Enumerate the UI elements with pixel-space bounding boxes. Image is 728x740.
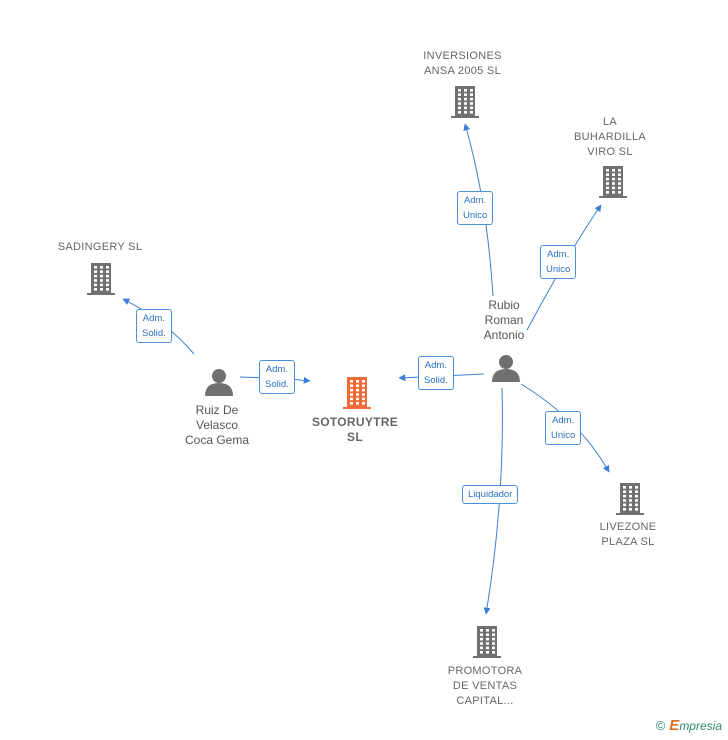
sotoruytre-building-icon[interactable]: [343, 377, 371, 409]
livezone-building-icon[interactable]: [616, 483, 644, 515]
node-label-buhardilla[interactable]: LA BUHARDILLA VIRO SL: [573, 116, 647, 158]
promotora-building-icon[interactable]: [473, 626, 501, 658]
buhardilla-building-icon[interactable]: [599, 166, 627, 198]
ruiz-person-icon[interactable]: [205, 369, 233, 396]
node-label-ruiz[interactable]: Ruiz De Velasco Coca Gema: [184, 403, 250, 447]
brand-name: mpresia: [679, 719, 722, 733]
empresia-logo[interactable]: ©Empresia: [656, 717, 722, 734]
node-label-sotoruytre[interactable]: SOTORUYTRE SL: [311, 415, 399, 444]
node-label-inversiones[interactable]: INVERSIONES ANSA 2005 SL: [423, 50, 502, 77]
brand-initial: E: [669, 717, 680, 734]
node-label-promotora[interactable]: PROMOTORA DE VENTAS CAPITAL...: [447, 665, 523, 707]
edge-label-rubio-center[interactable]: Adm. Solid.: [418, 356, 454, 390]
node-label-livezone[interactable]: LIVEZONE PLAZA SL: [599, 521, 657, 548]
edges: [122, 123, 610, 615]
edge-label-rubio-inversiones[interactable]: Adm. Unico: [457, 191, 494, 225]
icons: [87, 86, 644, 658]
node-label-rubio[interactable]: Rubio Roman Antonio: [483, 298, 525, 342]
edge-label-rubio-promotora[interactable]: Liquidador: [462, 485, 519, 504]
edge-label-rubio-buhardilla[interactable]: Adm. Unico: [540, 245, 577, 279]
sadingery-building-icon[interactable]: [87, 263, 115, 295]
edge-label-ruiz-center[interactable]: Adm. Solid.: [259, 360, 295, 394]
copyright-icon: ©: [655, 718, 666, 733]
node-label-sadingery[interactable]: SADINGERY SL: [57, 241, 143, 253]
rubio-person-icon[interactable]: [492, 355, 520, 382]
edge-label-ruiz-sadingery[interactable]: Adm. Solid.: [136, 309, 172, 343]
inversiones-building-icon[interactable]: [451, 86, 479, 118]
edge-label-rubio-livezone[interactable]: Adm. Unico: [545, 411, 582, 445]
